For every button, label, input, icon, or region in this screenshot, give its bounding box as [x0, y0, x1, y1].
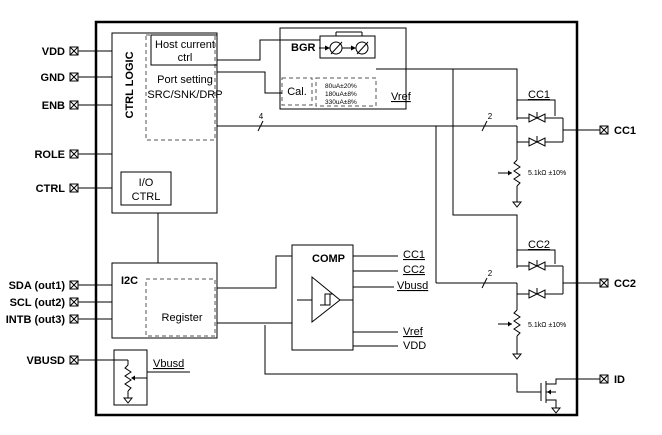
pin-gnd: GND [41, 72, 112, 84]
cc1-switch-block: CC1 5.1kΩ ±10% [498, 89, 600, 208]
pin-sda: SDA (out1) [9, 280, 112, 292]
pin-cc2: CC2 [599, 278, 636, 290]
pin-id-label: ID [614, 374, 625, 386]
pin-role-label: ROLE [34, 149, 65, 161]
comp-input-vdd: VDD [403, 340, 426, 352]
pin-role: ROLE [34, 149, 112, 161]
bus-width-main: 4 [259, 112, 264, 121]
host-current-line1: Host current [155, 39, 215, 51]
id-nmos-transistor [264, 325, 600, 414]
bus-width-cc2: 2 [488, 269, 493, 278]
pin-scl-label: SCL (out2) [10, 297, 66, 309]
comp-input-cc1: CC1 [403, 249, 425, 261]
bgr-vref: Vref [391, 91, 412, 103]
comp-block: COMP [291, 244, 354, 351]
io-ctrl-box [120, 171, 172, 206]
i2c-block: I2C Register [111, 262, 218, 339]
io-ctrl-line2: CTRL [132, 191, 161, 203]
ctrl-logic-block: CTRL LOGIC Host current ctrl Port settin… [111, 32, 223, 214]
comp-input-cc2: CC2 [403, 264, 425, 276]
pin-id: ID [599, 374, 625, 386]
vbusd-divider-block: Vbusd [113, 349, 190, 406]
bgr-cal: Cal. [287, 86, 307, 98]
cc2-switch-block: CC2 5.1kΩ ±10% [498, 239, 600, 360]
pin-cc2-label: CC2 [614, 278, 636, 290]
cc2-resistor-label: 5.1kΩ ±10% [528, 322, 566, 329]
cc2-internal-label: CC2 [528, 239, 550, 251]
port-setting-line2: SRC/SNK/DRP [147, 89, 222, 101]
io-ctrl-line1: I/O [139, 177, 154, 189]
pin-gnd-label: GND [41, 72, 66, 84]
i2c-register: Register [162, 312, 203, 324]
bgr-title: BGR [291, 42, 316, 54]
pin-vbusd-label: VBUSD [26, 355, 65, 367]
pin-cc1-label: CC1 [614, 125, 636, 137]
comp-input-vref: Vref [403, 326, 424, 338]
port-setting-line1: Port setting [157, 74, 213, 86]
bgr-current-0: 80uA±20% [325, 83, 357, 90]
bgr-current-2: 330uA±8% [325, 99, 357, 106]
comp-input-vbusd: Vbusd [397, 280, 428, 292]
vbusd-internal-label: Vbusd [153, 358, 184, 370]
bus-width-cc1: 2 [488, 112, 493, 121]
pin-sda-label: SDA (out1) [9, 280, 66, 292]
pin-intb-label: INTB (out3) [6, 314, 66, 326]
pin-ctrl-label: CTRL [36, 183, 66, 195]
bgr-block: BGR Cal. 80uA±20% 180uA±8% 330uA±8% Vref [279, 27, 412, 110]
cc1-resistor-label: 5.1kΩ ±10% [528, 170, 566, 177]
comp-title: COMP [312, 253, 345, 265]
cc1-internal-label: CC1 [528, 89, 550, 101]
ctrl-logic-title: CTRL LOGIC [124, 51, 136, 118]
pin-intb: INTB (out3) [6, 314, 112, 326]
host-current-ctrl-box [150, 34, 218, 66]
pin-ctrl: CTRL [36, 183, 112, 195]
pin-vdd-label: VDD [42, 46, 65, 58]
pin-vdd: VDD [42, 46, 112, 58]
pin-enb-label: ENB [42, 100, 65, 112]
i2c-title: I2C [121, 275, 138, 287]
pin-vbusd: VBUSD [26, 355, 114, 367]
pin-cc1: CC1 [599, 125, 636, 137]
host-current-line2: ctrl [178, 52, 193, 64]
pin-scl: SCL (out2) [10, 297, 112, 309]
bgr-current-1: 180uA±8% [325, 91, 357, 98]
chip-boundary [94, 20, 579, 417]
pin-enb: ENB [42, 100, 112, 112]
